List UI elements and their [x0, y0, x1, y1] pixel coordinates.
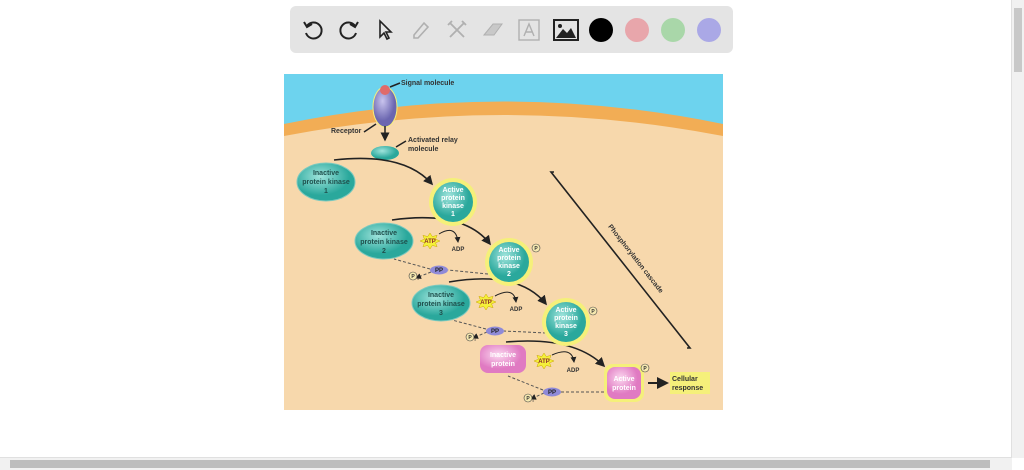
- eraser-icon[interactable]: [480, 17, 506, 43]
- inactive-protein-label: Inactive: [490, 352, 516, 359]
- pen-icon[interactable]: [408, 17, 434, 43]
- apk1-label: kinase: [442, 203, 464, 210]
- image-icon[interactable]: [552, 17, 580, 43]
- text-icon[interactable]: [516, 17, 542, 43]
- drawing-toolbar: [290, 6, 733, 53]
- apk3-label: kinase: [555, 323, 577, 330]
- pi-label: P: [411, 274, 415, 280]
- signal-molecule: [380, 85, 390, 95]
- pi-subscript: i: [532, 398, 533, 403]
- pi-subscript: i: [474, 337, 475, 342]
- phosphate-label: P: [591, 309, 595, 315]
- phosphorylation-cascade-image[interactable]: Signal molecule Receptor Activated relay…: [284, 74, 723, 410]
- vertical-scrollbar[interactable]: [1011, 0, 1024, 458]
- active-protein-kinase-1: [433, 182, 473, 222]
- apk1-label: 1: [451, 211, 455, 218]
- cellular-response-label: Cellular: [672, 376, 698, 383]
- tools-icon[interactable]: [444, 17, 470, 43]
- inactive-protein-label: protein: [491, 361, 515, 368]
- pp-icon: [543, 387, 561, 397]
- pp-label: PP: [435, 268, 443, 274]
- cellular-response-box: [670, 372, 710, 394]
- atp-label: ATP: [424, 239, 436, 245]
- color-green[interactable]: [661, 18, 685, 42]
- active-protein-kinase-2: [489, 242, 529, 282]
- ipk2-label: Inactive: [371, 230, 397, 237]
- inactive-protein: [480, 345, 526, 373]
- pi-subscript: i: [417, 276, 418, 281]
- apk3-label: 3: [564, 331, 568, 338]
- atp-star-icon: [533, 352, 555, 370]
- redo-icon[interactable]: [336, 17, 362, 43]
- atp-star-icon: [475, 293, 497, 311]
- signal-molecule-label: Signal molecule: [401, 80, 454, 87]
- relay-label: Activated relay: [408, 137, 458, 144]
- ipk2-label: protein kinase: [360, 239, 408, 246]
- ipk3-label: protein kinase: [417, 301, 465, 308]
- vertical-scrollbar-thumb[interactable]: [1014, 8, 1022, 72]
- inactive-protein-kinase-2: [354, 222, 414, 260]
- apk2-label: 2: [507, 271, 511, 278]
- relay-label: molecule: [408, 146, 438, 153]
- cascade-bracket: [549, 171, 692, 349]
- receptor-label: Receptor: [331, 128, 362, 135]
- horizontal-scrollbar[interactable]: [0, 457, 1012, 470]
- color-black[interactable]: [589, 18, 613, 42]
- ipk1-label: Inactive: [313, 170, 339, 177]
- atp-label: ATP: [480, 300, 492, 306]
- inorganic-phosphate-icon: [408, 271, 418, 281]
- ipk1-label: 1: [324, 188, 328, 195]
- cellular-response-label: response: [672, 385, 703, 392]
- apk1-label: Active: [442, 187, 463, 194]
- inactive-protein-kinase-3: [411, 284, 471, 322]
- phosphate-label: P: [643, 366, 647, 372]
- pi-label: P: [526, 396, 530, 402]
- undo-icon[interactable]: [300, 17, 326, 43]
- phosphate-icon: [531, 243, 541, 253]
- apk1-label: protein: [441, 195, 465, 202]
- relay-molecule: [371, 146, 399, 160]
- phosphate-icon: [588, 306, 598, 316]
- apk2-label: Active: [498, 247, 519, 254]
- phosphate-icon: [640, 363, 650, 373]
- active-protein-label: Active: [613, 376, 634, 383]
- adp-label: ADP: [452, 247, 465, 253]
- apk2-label: kinase: [498, 263, 520, 270]
- color-purple[interactable]: [697, 18, 721, 42]
- adp-label: ADP: [567, 368, 580, 374]
- pp-label: PP: [548, 390, 556, 396]
- active-protein-label: protein: [612, 385, 636, 392]
- pp-icon: [486, 326, 504, 336]
- atp-label: ATP: [538, 359, 550, 365]
- atp-star-icon: [419, 232, 441, 250]
- pi-label: P: [468, 335, 472, 341]
- apk3-label: protein: [554, 315, 578, 322]
- apk3-label: Active: [555, 307, 576, 314]
- inactive-protein-kinase-1: [296, 162, 356, 202]
- ipk3-label: 3: [439, 310, 443, 317]
- pp-icon: [430, 265, 448, 275]
- ipk2-label: 2: [382, 248, 386, 255]
- inorganic-phosphate-icon: [465, 332, 475, 342]
- adp-label: ADP: [510, 307, 523, 313]
- active-protein-kinase-3: [546, 302, 586, 342]
- inorganic-phosphate-icon: [523, 393, 533, 403]
- color-pink[interactable]: [625, 18, 649, 42]
- ipk3-label: Inactive: [428, 292, 454, 299]
- horizontal-scrollbar-thumb[interactable]: [10, 460, 990, 468]
- active-protein: [607, 367, 641, 399]
- apk2-label: protein: [497, 255, 521, 262]
- pp-label: PP: [491, 329, 499, 335]
- ipk1-label: protein kinase: [302, 179, 350, 186]
- phosphate-label: P: [534, 246, 538, 252]
- select-icon[interactable]: [372, 17, 398, 43]
